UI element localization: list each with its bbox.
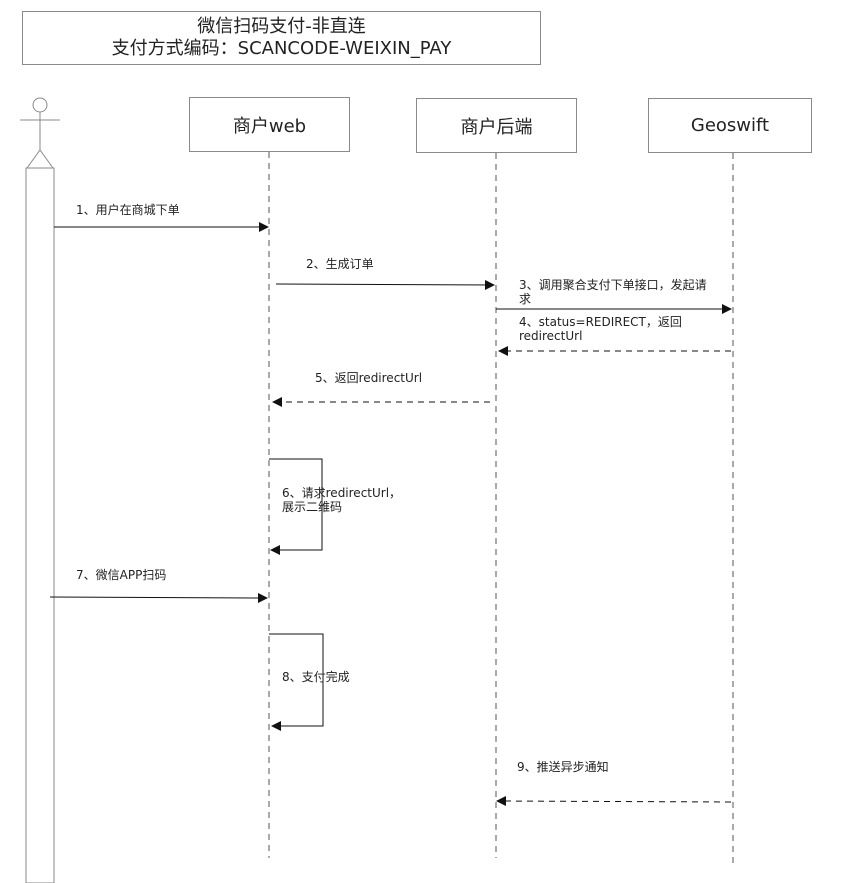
message-label-3: 3、调用聚合支付下单接口，发起请 求 [519, 278, 707, 306]
diagram-title: 微信扫码支付-非直连 [197, 16, 366, 37]
message-arrow-2 [275, 279, 495, 290]
message-label-5: 5、返回redirectUrl [315, 371, 423, 385]
diagram-title-box: 微信扫码支付-非直连 支付方式编码：SCANCODE-WEIXIN_PAY [22, 11, 541, 65]
message-arrow-8 [269, 633, 324, 731]
message-arrow-6 [269, 458, 323, 555]
lifeline-header-merchant-web: 商户web [189, 97, 350, 152]
message-arrow-9 [496, 796, 732, 807]
message-label-2: 2、生成订单 [306, 257, 374, 271]
message-label-9: 9、推送异步通知 [517, 760, 609, 774]
message-label-4: 4、status=REDIRECT，返回 redirectUrl [519, 315, 682, 343]
message-label-1: 1、用户在商城下单 [76, 203, 180, 217]
message-label-8: 8、支付完成 [282, 670, 350, 684]
actor-activation-bar [25, 167, 55, 883]
message-arrow-7 [49, 592, 268, 603]
lifeline-label: 商户后端 [460, 116, 533, 138]
lifeline-header-geoswift: Geoswift [648, 98, 812, 153]
message-label-6: 6、请求redirectUrl， 展示二维码 [282, 486, 402, 514]
user-actor-icon [20, 97, 60, 169]
message-label-7: 7、微信APP扫码 [76, 568, 167, 582]
lifeline-label: Geoswift [690, 115, 770, 136]
diagram-subtitle: 支付方式编码：SCANCODE-WEIXIN_PAY [111, 38, 452, 59]
lifeline-label: 商户web [232, 115, 307, 137]
lifeline-header-merchant-backend: 商户后端 [416, 98, 577, 153]
